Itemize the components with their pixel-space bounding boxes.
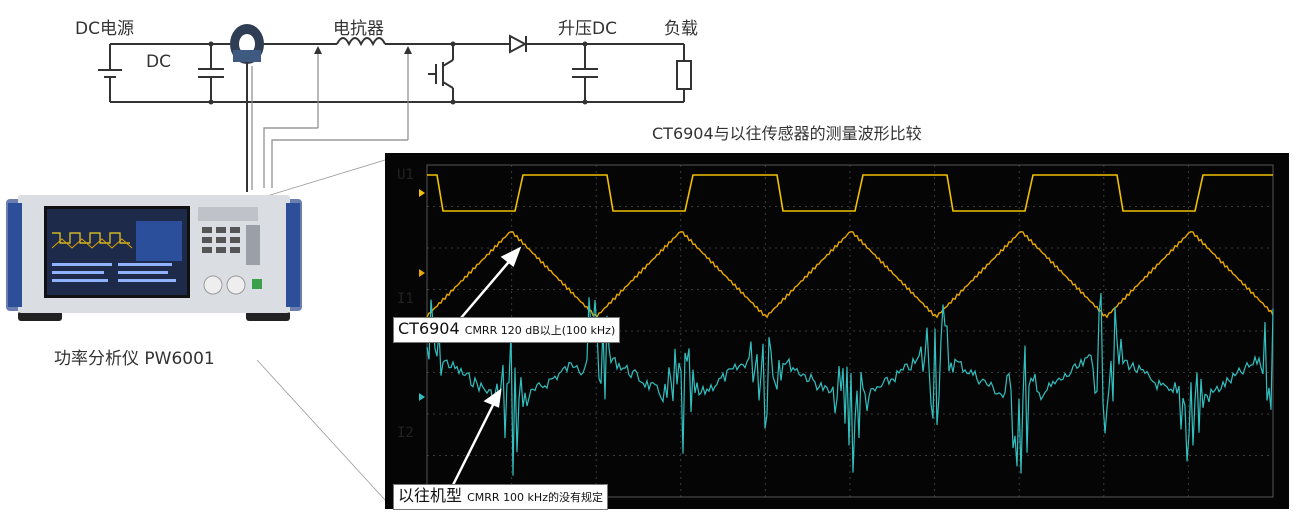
legacy-callout-detail: CMRR 100 kHz的没有规定 [467,491,603,504]
reactor-label: 电抗器 [333,19,384,39]
i2-waveform [426,292,1274,476]
i1-marker-icon [419,269,425,277]
i2-marker-icon [419,393,425,401]
boost-dc-label: 升压DC [558,19,617,39]
scope-title: CT6904与以往传感器的测量波形比较 [652,124,922,143]
ct6904-callout-name: CT6904 [398,319,460,338]
u1-marker-icon [419,189,425,197]
ct6904-callout-detail: CMRR 120 dB以上(100 kHz) [464,324,616,337]
u1-label: U1 [397,167,414,183]
analyzer-caption: 功率分析仪 PW6001 [54,349,215,369]
load-label: 负载 [664,19,698,39]
i1-waveform [426,230,1274,319]
oscilloscope-screen: U1 I1 I2 CT6904 CMRR 120 dB以上(100 kHz) 以… [385,153,1289,510]
ct6904-callout: CT6904 CMRR 120 dB以上(100 kHz) [393,317,621,343]
i1-label: I1 [397,291,414,307]
waveform-plot [419,164,1274,498]
i2-label: I2 [397,425,414,441]
current-sensor-icon [230,24,264,192]
dc-label: DC [146,52,171,72]
legacy-callout: 以往机型 CMRR 100 kHz的没有规定 [393,484,608,510]
legacy-callout-name: 以往机型 [398,486,463,505]
power-analyzer-image [6,195,302,321]
dc-source-label: DC电源 [75,19,134,39]
u1-waveform [427,174,1273,212]
